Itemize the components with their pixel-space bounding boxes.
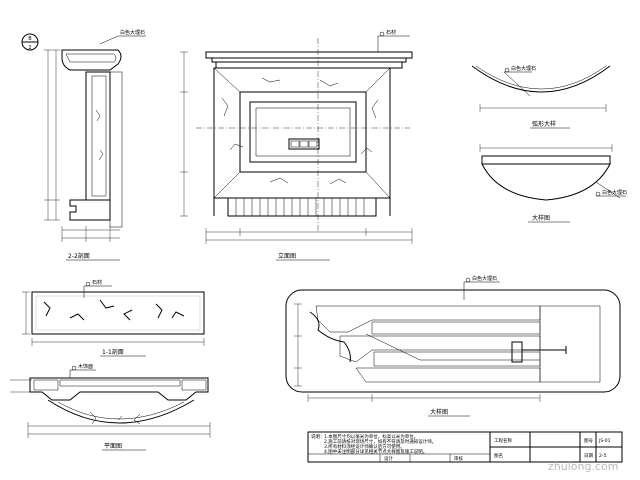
elevation-label: 立面图 [278, 252, 296, 260]
note-line-3: 3.所有材料须经设计师确认后方可使用。 [324, 443, 405, 450]
checker-label: 审核 [454, 455, 463, 462]
arc-callout: 白色大理石 [511, 65, 536, 72]
sheet-number: 2-5 [599, 453, 606, 459]
drawing-no: JS-01 [598, 438, 611, 444]
elevation-callout: 石材 [386, 29, 396, 36]
plan-view: 木饰面 平面图 [10, 363, 211, 451]
note-line-4: 4.图中未注明部分详见相关节点大样图及施工说明。 [324, 448, 427, 455]
detail-label: 大样图 [532, 214, 550, 222]
plan-label: 平面图 [104, 443, 122, 450]
note-line-1: 1.本图尺寸均以毫米为单位，标高以米为单位。 [324, 433, 418, 440]
semi-ellipse-callout: 白色大理石 [602, 189, 627, 196]
project-label: 工程名称 [494, 437, 512, 444]
large-detail-view: 白色大理石 大样图 [285, 275, 621, 417]
section-2-2-view: B 2 白色大理石 2-2剖面 [21, 29, 146, 261]
plan-callout: 木饰面 [78, 363, 93, 370]
watermark-text: zhulong.com [548, 460, 618, 473]
section-2-2-callout: 白色大理石 [120, 29, 145, 36]
section-2-2-label: 2-2剖面 [68, 252, 90, 260]
section-1-1-view: 石材 1-1剖面 [22, 279, 205, 357]
semi-ellipse-view: 白色大理石 大样图 [479, 144, 627, 223]
date-label: 日期 [584, 453, 593, 459]
large-detail-callout: 白色大理石 [472, 275, 497, 282]
drawing-label: 图名 [494, 452, 503, 459]
section-marker: B 2 [21, 33, 39, 51]
section-1-1-label: 1-1剖面 [102, 348, 124, 356]
section-marker-letter: B [28, 36, 32, 42]
designer-label: 设计 [384, 455, 393, 462]
arc-label: 弧形大样 [532, 120, 556, 128]
elevation-view: 石材 立面图 [180, 29, 413, 261]
section-1-1-callout: 石材 [92, 279, 102, 286]
notes-heading: 说明： [311, 433, 325, 440]
note-line-2: 2.施工前请核对现场尺寸，如有不符请及时通知设计师。 [324, 438, 436, 445]
title-block: 说明： 1.本图尺寸均以毫米为单位，标高以米为单位。 2.施工前请核对现场尺寸，… [307, 431, 623, 463]
drawing-no-label: 图号 [584, 438, 593, 444]
large-detail-label: 大样图 [430, 408, 448, 416]
arc-detail-view: 白色大理石 弧形大样 [471, 65, 611, 129]
watermark: zhulong.com [548, 460, 618, 473]
section-marker-sheet: 2 [28, 45, 31, 51]
